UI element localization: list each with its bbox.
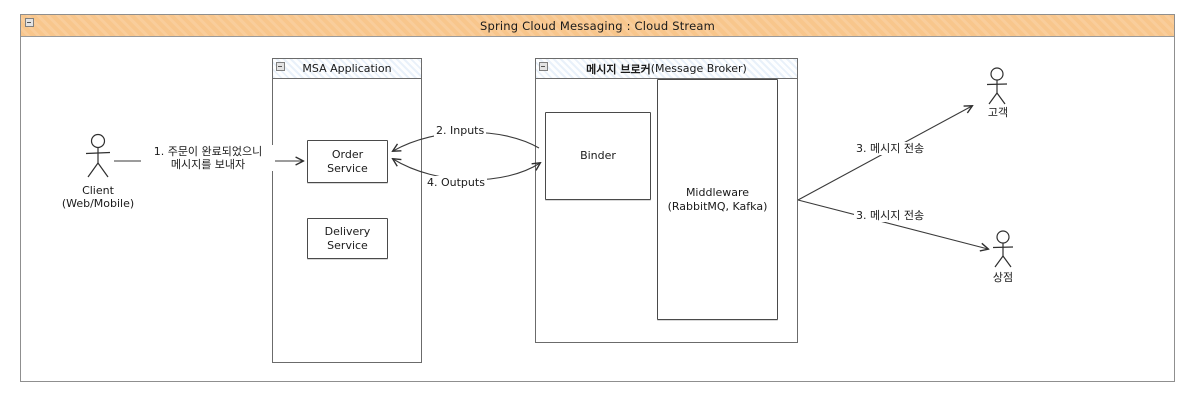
order-service-node: Order Service <box>307 140 388 183</box>
message-broker-title-en: (Message Broker) <box>650 62 747 75</box>
msa-application-container: MSA Application <box>272 58 422 363</box>
binder-label: Binder <box>580 149 616 162</box>
client-label-line1: Client <box>82 184 114 197</box>
delivery-service-label-line1: Delivery <box>324 224 371 238</box>
client-message-line2: 메시지를 보내자 <box>170 158 246 171</box>
edge-label-send-to-store: 3. 메시지 전송 <box>854 209 927 222</box>
middleware-node: Middleware (RabbitMQ, Kafka) <box>657 79 778 320</box>
client-message-line1: 1. 주문이 완료되었으니 <box>153 145 263 158</box>
edge-label-client-message: 1. 주문이 완료되었으니 메시지를 보내자 <box>141 145 275 171</box>
customer-actor-label: 고객 <box>987 106 1009 119</box>
message-broker-header: 메시지 브로커(Message Broker) <box>536 59 797 79</box>
msa-application-title: MSA Application <box>302 62 392 75</box>
collapse-icon <box>25 18 34 27</box>
diagram-title: Spring Cloud Messaging : Cloud Stream <box>479 18 716 33</box>
edge-label-send-to-customer: 3. 메시지 전송 <box>854 142 927 155</box>
edge-label-outputs: 4. Outputs <box>425 176 487 189</box>
msa-application-header: MSA Application <box>273 59 421 79</box>
collapse-icon <box>276 62 285 71</box>
middleware-label-line2: (RabbitMQ, Kafka) <box>667 199 768 213</box>
binder-node: Binder <box>545 112 651 200</box>
client-actor-label: Client (Web/Mobile) <box>38 184 158 210</box>
delivery-service-node: Delivery Service <box>307 218 388 259</box>
message-broker-title-ko: 메시지 브로커 <box>586 62 651 76</box>
client-label-line2: (Web/Mobile) <box>61 197 135 210</box>
order-service-label-line2: Service <box>327 161 368 175</box>
order-service-label-line1: Order <box>331 147 364 161</box>
middleware-label-line1: Middleware <box>685 185 750 199</box>
edge-label-inputs: 2. Inputs <box>434 124 487 137</box>
collapse-icon <box>539 62 548 71</box>
frame-titlebar: Spring Cloud Messaging : Cloud Stream <box>21 15 1174 37</box>
delivery-service-label-line2: Service <box>327 238 368 252</box>
store-actor-label: 상점 <box>992 271 1014 284</box>
